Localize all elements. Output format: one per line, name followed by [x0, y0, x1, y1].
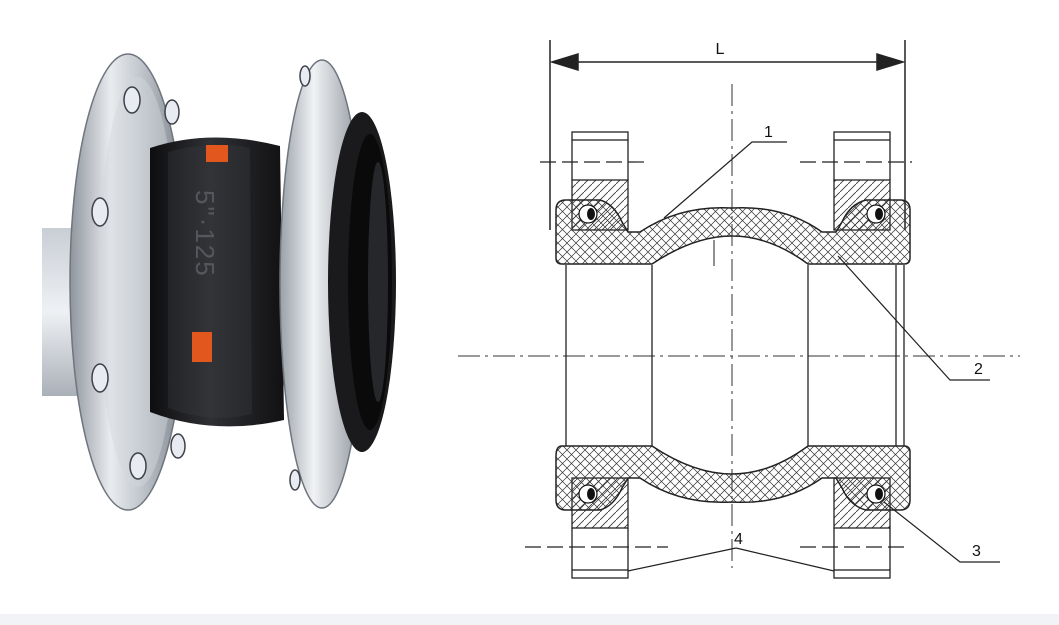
joint-photo: 5"·125 [42, 53, 396, 511]
callout-2: 2 [974, 361, 983, 378]
bore-outline [565, 265, 905, 446]
reinforcing-ring-cores [587, 208, 883, 500]
bolt-center-lines [525, 161, 912, 548]
flanges [571, 131, 891, 579]
rubber-body-bottom [555, 445, 911, 511]
footer-band [0, 614, 1059, 625]
callout-4: 4 [734, 531, 743, 548]
right-flange-bolt-holes [289, 65, 311, 491]
dimension-label: L [716, 41, 725, 58]
callout-3: 3 [972, 543, 981, 560]
rubber-end-face [328, 112, 396, 452]
leader-lines [627, 141, 1000, 572]
left-flange-bolt-holes [91, 86, 186, 480]
callout-1: 1 [764, 124, 773, 141]
rubber-bellows [150, 137, 284, 427]
rubber-body-top [555, 199, 911, 265]
dimension-L [549, 40, 906, 230]
cross-section-drawing: L [458, 40, 1020, 579]
bellows-print: 5"·125 [190, 190, 220, 278]
orange-tag-bottom [192, 332, 212, 362]
orange-tag-top [206, 145, 228, 162]
